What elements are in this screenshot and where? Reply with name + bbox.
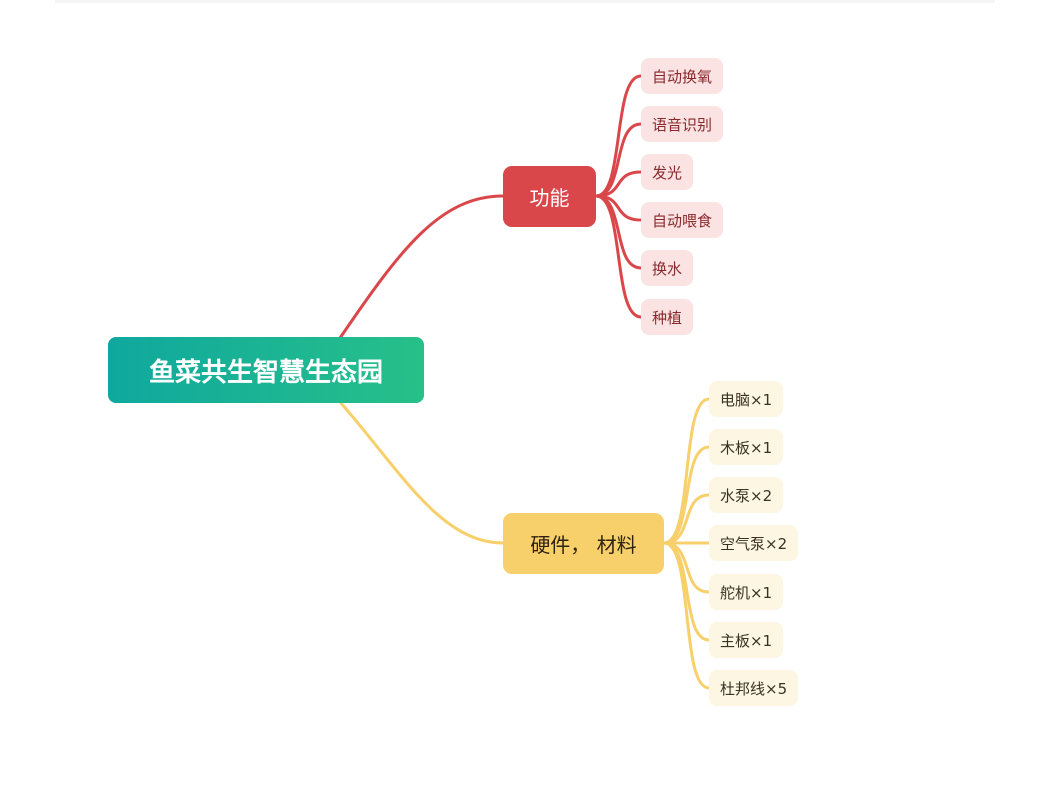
link-root-functions <box>338 194 504 339</box>
leaf-label: 舵机×1 <box>720 583 773 602</box>
leaf-node-function[interactable]: 换水 <box>641 250 694 286</box>
link-hw-6 <box>663 541 710 690</box>
leaf-node-function[interactable]: 自动喂食 <box>641 202 724 238</box>
leaf-label: 电脑×1 <box>720 390 773 409</box>
leaf-node-function[interactable]: 发光 <box>641 154 694 190</box>
leaf-label: 发光 <box>652 163 683 182</box>
leaf-label: 换水 <box>652 259 683 278</box>
branch-node-label: 功能 <box>529 186 570 210</box>
leaf-node-hardware[interactable]: 杜邦线×5 <box>709 670 799 706</box>
leaf-node-hardware[interactable]: 木板×1 <box>709 429 784 465</box>
leaf-node-hardware[interactable]: 主板×1 <box>709 622 784 658</box>
leaf-node-function[interactable]: 语音识别 <box>641 106 724 142</box>
root-node[interactable]: 鱼菜共生智慧生态园 <box>108 337 424 403</box>
leaf-label: 水泵×2 <box>720 486 773 505</box>
link-func-5 <box>595 194 642 319</box>
link-root-hardware <box>338 401 504 545</box>
leaf-node-hardware[interactable]: 水泵×2 <box>709 477 784 513</box>
leaf-label: 种植 <box>652 308 683 327</box>
branch-node-hardware[interactable]: 硬件， 材料 <box>503 513 664 574</box>
link-func-1 <box>595 122 642 198</box>
link-hw-2 <box>663 493 710 545</box>
link-hw-1 <box>663 445 710 545</box>
root-node-label: 鱼菜共生智慧生态园 <box>148 357 383 388</box>
leaf-label: 语音识别 <box>652 115 713 134</box>
leaf-node-hardware[interactable]: 电脑×1 <box>709 381 784 417</box>
leaf-label: 杜邦线×5 <box>720 679 788 698</box>
leaf-label: 空气泵×2 <box>720 534 788 553</box>
leaf-node-function[interactable]: 自动换氧 <box>641 58 724 94</box>
leaf-label: 自动喂食 <box>652 211 713 230</box>
leaf-label: 主板×1 <box>720 631 773 650</box>
branch-node-label: 硬件， 材料 <box>530 533 637 557</box>
leaf-node-hardware[interactable]: 舵机×1 <box>709 574 784 610</box>
leaf-node-hardware[interactable]: 空气泵×2 <box>709 525 799 561</box>
branch-node-functions[interactable]: 功能 <box>503 166 596 227</box>
leaf-node-function[interactable]: 种植 <box>641 299 694 335</box>
top-divider <box>55 0 995 3</box>
leaf-label: 木板×1 <box>720 438 773 457</box>
leaf-label: 自动换氧 <box>652 67 713 86</box>
link-func-0 <box>595 74 642 198</box>
